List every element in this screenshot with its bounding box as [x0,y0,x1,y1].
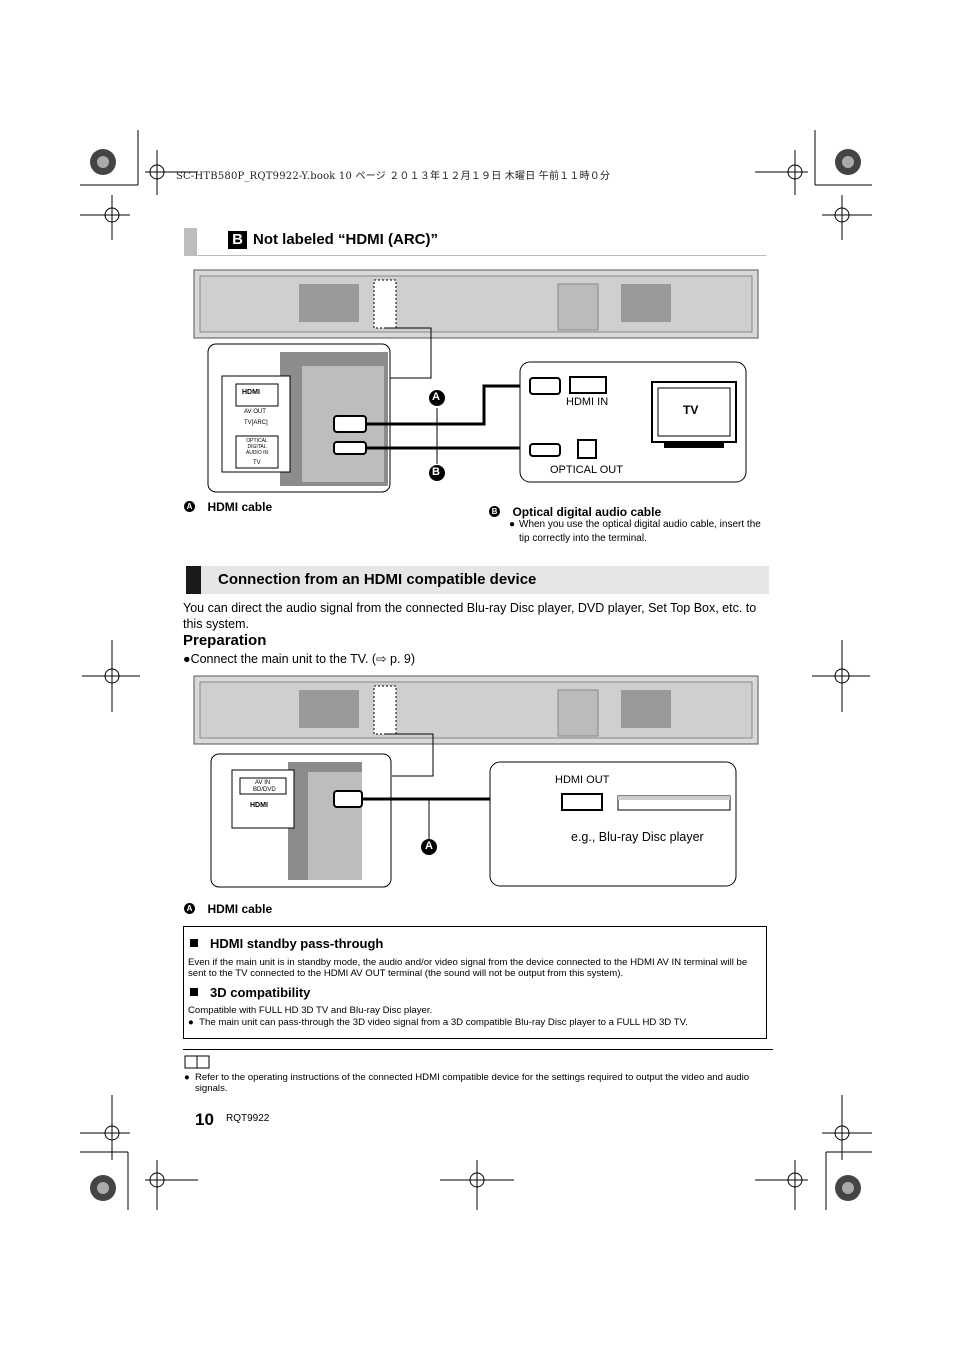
diagram-hdmi-device [193,675,759,888]
legend-marker-b: B [489,506,500,518]
compat-bullet: ● The main unit can pass-through the 3D … [188,1017,688,1028]
section-c-title: Connection from an HDMI compatible devic… [218,571,537,588]
legend-marker-a: A [184,903,195,915]
marker-b: B [432,466,440,478]
compat-heading: 3D compatibility [190,985,310,1000]
section-c-heading: Connection from an HDMI compatible devic… [186,566,769,594]
legend-b-text: Optical digital audio cable [512,505,662,519]
panel-label-optical: OPTICAL DIGITAL AUDIO IN [245,438,269,456]
standby-text: Even if the main unit is in standby mode… [188,957,748,979]
legend-a-text: HDMI cable [207,500,273,514]
legend-a-1: A HDMI cable [184,498,272,516]
preparation-item: ●Connect the main unit to the TV. (⇨ p. … [183,652,416,666]
section-c-intro: You can direct the audio signal from the… [183,601,757,631]
hdmi-logo: HDMI [242,389,260,396]
legend-a-text: HDMI cable [207,902,273,916]
heading-bar [186,566,201,594]
hdmi-out-label: HDMI OUT [555,774,610,786]
legend-b-note: ● When you use the optical digital audio… [509,519,761,544]
legend-marker-a: A [184,501,195,513]
doc-code: RQT9922 [226,1113,270,1124]
hdmi-logo-2: HDMI [250,802,268,809]
legend-a-2: A HDMI cable [184,900,272,918]
section-b-heading: B Not labeled “HDMI (ARC)” [184,228,766,256]
panel-label-tv: TV [253,460,261,466]
marker-a: A [432,391,440,403]
heading-rule [184,255,766,256]
panel-label-av-out: AV OUT [244,409,266,415]
optical-out-label: OPTICAL OUT [550,464,623,476]
book-icon [184,1055,210,1069]
marker-a-2: A [425,840,433,852]
preparation-heading: Preparation [183,632,267,649]
standby-heading: HDMI standby pass-through [190,936,383,951]
footnote: ● Refer to the operating instructions of… [184,1072,750,1094]
panel-label-bd-dvd: BD/DVD [253,787,276,793]
diagram-optical-connection [193,269,759,493]
tv-label: TV [683,403,699,417]
info-box: HDMI standby pass-through Even if the ma… [183,926,767,1039]
device-caption: e.g., Blu-ray Disc player [571,830,704,844]
hdmi-in-label: HDMI IN [566,396,609,408]
page-number: 10 [195,1110,214,1129]
section-b-title: Not labeled “HDMI (ARC)” [253,231,438,248]
footnote-rule [183,1049,773,1050]
panel-label-tv-arc: TV[ARC] [244,420,268,426]
compat-text: Compatible with FULL HD 3D TV and Blu-ra… [188,1005,433,1016]
heading-bar [184,228,197,256]
legend-b: B Optical digital audio cable [489,503,661,521]
panel-label-av-in: AV IN [255,780,271,786]
badge-b: B [228,231,247,249]
print-header: SC-HTB580P_RQT9922-Y.book 10 ページ ２０１３年１２… [176,171,611,182]
